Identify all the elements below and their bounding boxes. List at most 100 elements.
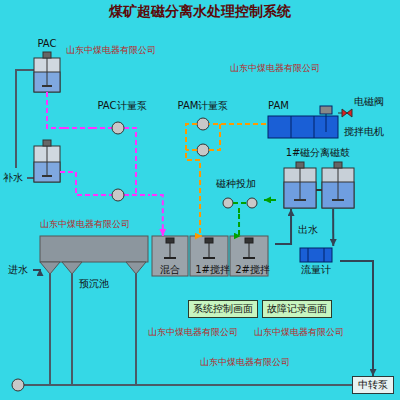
node-label: 故障记录画面 — [265, 303, 329, 315]
pam-dosing-pipe — [209, 124, 220, 150]
pac-dosing-pipe — [47, 92, 64, 128]
magnetic-separator-tank — [332, 199, 344, 201]
pac-tank — [43, 140, 51, 146]
node-label: PAC — [35, 38, 58, 50]
device-label: 搅拌电机 — [344, 126, 384, 138]
metering-pump — [247, 198, 257, 208]
pam-dosing-pipe — [186, 124, 234, 172]
node-label: 流量计 — [299, 264, 333, 276]
pre-settling-tank — [40, 262, 60, 274]
metering-pump — [112, 189, 124, 201]
pre-settling-tank — [40, 236, 148, 274]
pipe-connector — [332, 209, 334, 246]
pipe-connector — [340, 261, 373, 376]
node-label: 混合 — [158, 264, 182, 276]
sludge-pipe — [135, 274, 137, 385]
sludge-pipe — [71, 274, 73, 385]
node-label: 进水 — [6, 264, 30, 276]
magnetic-separator-tank — [296, 162, 304, 168]
magnetic-seed-pipe — [238, 208, 240, 214]
separator-unit: 1#磁分离磁鼓 — [276, 147, 360, 209]
pam-prep-tank — [268, 116, 338, 138]
pac-dosing-pipe — [60, 172, 112, 195]
seed-dosing: 磁种投加 — [208, 178, 264, 214]
dosing-tank: PAC — [30, 38, 64, 190]
node-label: PAM — [266, 100, 291, 112]
pac-dosing-pipe — [124, 128, 136, 195]
watermark: 山东中煤电器有限公司 — [40, 218, 130, 230]
metering-pump — [197, 144, 209, 156]
magnetic-separator-tank — [284, 162, 354, 208]
watermark: 山东中煤电器有限公司 — [230, 62, 320, 74]
pre-settling-tank — [126, 262, 146, 274]
magnetic-separator-tank — [338, 168, 339, 200]
agitator — [164, 238, 255, 258]
pam-prep-tank — [320, 106, 332, 114]
pac-tank — [43, 52, 51, 58]
pac-dosing-pipe — [124, 194, 150, 196]
node-label: PAC计量泵 — [95, 100, 148, 112]
inlet: 进水 — [3, 262, 33, 278]
node-label: 中转泵 — [356, 379, 390, 391]
screen-button: 系统控制画面 — [188, 300, 258, 318]
pipe-connector — [239, 214, 241, 236]
flow-meter — [324, 248, 325, 262]
transfer-pump-box: 中转泵 — [352, 376, 394, 394]
agitator — [249, 243, 250, 258]
flow-meter — [300, 248, 332, 262]
makeup-water-pipe — [27, 177, 34, 179]
metering-pump — [223, 198, 233, 208]
metering-pump-group: PAC计量泵 — [92, 100, 152, 212]
magnetic-seed-pipe — [233, 203, 247, 214]
metering-pump — [112, 118, 257, 208]
node-label: 1#搅拌 — [193, 264, 232, 276]
makeup-water-pipe — [16, 70, 34, 178]
flow-meter-box: 流量计 — [292, 246, 340, 276]
pac-dosing-pipe — [92, 127, 112, 129]
pipe-connector — [33, 269, 40, 270]
pac-tank — [34, 58, 60, 92]
agitator — [209, 243, 210, 258]
magnetic-separator-tank — [322, 168, 354, 208]
pipe-connector — [234, 123, 266, 125]
pre-settling-tank — [62, 262, 82, 274]
node-label: 预沉池 — [77, 278, 111, 290]
sludge-pump — [12, 379, 24, 391]
pipe-connector — [264, 199, 276, 201]
reaction-tank: 2#搅拌 — [230, 236, 275, 276]
reaction-tank — [152, 236, 188, 276]
pipe-connector — [200, 172, 202, 236]
pre-settling-tank — [40, 236, 148, 262]
pam-dosing-pipe — [186, 124, 200, 172]
pipe-connector — [152, 195, 163, 236]
magnetic-separator-tank — [316, 189, 322, 191]
agitator — [164, 257, 176, 259]
pam-prep-tank — [326, 114, 327, 132]
pipe-label: 出水 — [298, 224, 318, 236]
magnetic-separator-tank — [300, 168, 301, 200]
flow-meter — [300, 248, 332, 262]
agitator — [170, 243, 171, 258]
sludge-pipe — [24, 384, 352, 386]
watermark: 山东中煤电器有限公司 — [200, 356, 290, 368]
magnetic-seed-pipe — [233, 202, 247, 204]
sludge-pump — [12, 379, 24, 391]
screen-title: 煤矿超磁分离水处理控制系统 — [0, 3, 400, 21]
solenoid-valve — [338, 113, 342, 114]
magnetic-separator-tank — [294, 199, 306, 201]
agitator — [243, 257, 255, 259]
pac-tank — [42, 175, 52, 177]
metering-pump-group: PAM计量泵 — [172, 100, 234, 172]
settling-tank: 预沉池 — [40, 236, 148, 290]
pac-tank — [42, 85, 52, 87]
pipe-connector — [64, 127, 92, 129]
device-label: 电磁阀 — [354, 96, 384, 108]
flow-meter — [308, 248, 309, 262]
pac-tank — [47, 58, 48, 86]
agitator — [205, 238, 213, 243]
metering-pump — [112, 122, 124, 134]
